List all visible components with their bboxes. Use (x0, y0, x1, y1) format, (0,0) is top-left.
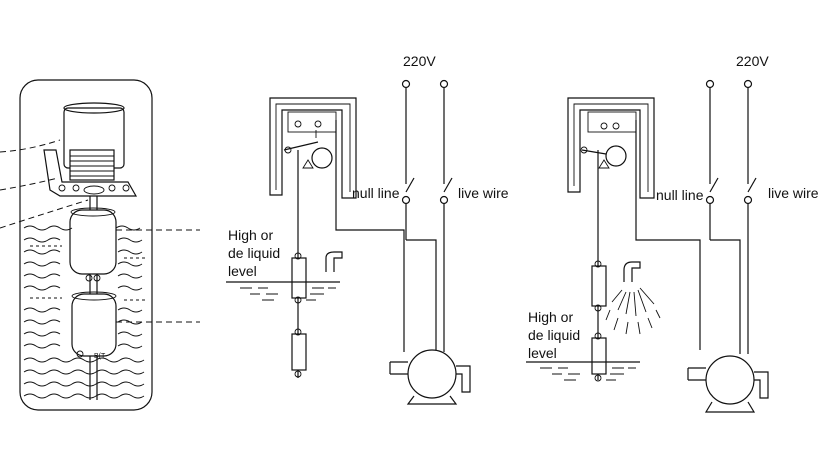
voltage-label-right: 220V (736, 53, 769, 69)
voltage-label-left: 220V (403, 53, 436, 69)
circuit-diagram-high (526, 81, 768, 413)
liquid-level-label-right-3: level (528, 345, 557, 361)
liquid-level-label-left-1: High or (228, 227, 273, 243)
liquid-level-label-right-1: High or (528, 309, 573, 325)
liquid-level-label-left-2: de liquid (228, 245, 280, 261)
live-wire-label-right: live wire (768, 185, 819, 201)
svg-text:B(T: B(T (94, 353, 106, 360)
liquid-level-label-right-2: de liquid (528, 327, 580, 343)
live-wire-label-left: live wire (458, 185, 509, 201)
liquid-level-label-left-3: level (228, 263, 257, 279)
null-line-label-right: null line (656, 187, 704, 203)
float-switch-cutaway: B(T (0, 80, 200, 410)
null-line-label-left: null line (352, 185, 400, 201)
